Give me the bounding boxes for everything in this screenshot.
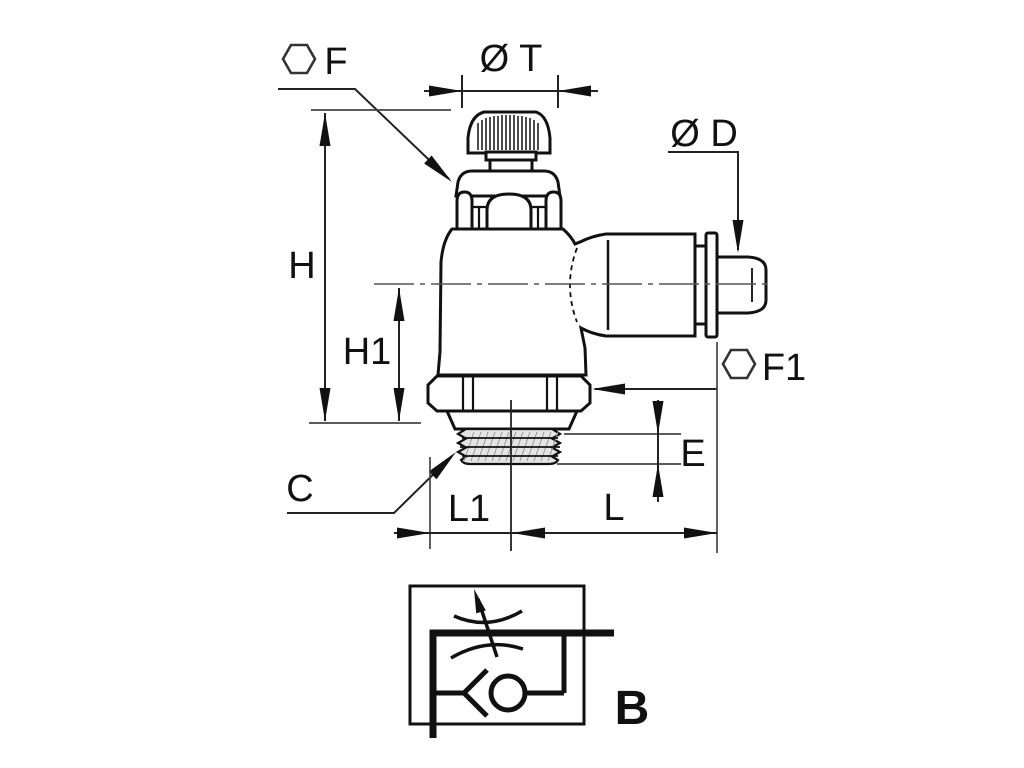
arrowhead xyxy=(393,388,405,421)
label-e: E xyxy=(680,433,705,475)
arrowhead xyxy=(319,388,331,421)
arrowhead xyxy=(429,85,462,97)
pneumatic-symbol: B xyxy=(408,584,650,738)
locking-collar xyxy=(454,169,563,228)
dim-H: H xyxy=(288,109,451,424)
arrowhead xyxy=(652,464,664,497)
dim-E: E xyxy=(557,400,706,502)
dim-D: Ø D xyxy=(668,113,744,253)
collar-cap xyxy=(454,169,562,198)
arrowhead xyxy=(428,448,460,480)
label-od: Ø D xyxy=(670,113,738,155)
bevel-washer xyxy=(444,409,580,431)
label-l: L xyxy=(603,487,624,529)
arrowhead xyxy=(652,401,664,434)
arrowhead xyxy=(558,85,591,97)
arrowhead xyxy=(393,288,405,321)
flow-rails xyxy=(429,629,614,738)
check-branch-lines xyxy=(433,635,567,696)
threaded-stud xyxy=(455,427,563,466)
symbol-box xyxy=(408,584,586,726)
valve-knob xyxy=(466,110,552,175)
arrowhead xyxy=(424,155,456,187)
tube xyxy=(715,255,768,315)
arrowhead xyxy=(592,383,625,395)
body-outline xyxy=(436,227,697,377)
check-valve-seat xyxy=(460,668,489,718)
leader-D xyxy=(668,151,739,250)
hex-nut xyxy=(426,374,592,413)
leader-F xyxy=(278,88,450,180)
fitting-neck xyxy=(693,244,708,326)
thread-crest-lines xyxy=(460,437,560,457)
label-f1: F1 xyxy=(762,347,806,389)
arrowhead xyxy=(512,527,545,539)
arrowhead xyxy=(469,587,486,614)
collar-center-arch xyxy=(485,192,533,228)
hexagon-icon xyxy=(281,43,317,75)
label-l1: L1 xyxy=(448,488,490,530)
collar-right-lug xyxy=(544,190,563,228)
check-valve-ball xyxy=(488,673,528,713)
dim-L1-L: L1 L xyxy=(394,342,718,553)
release-collar xyxy=(704,231,719,339)
arrowhead xyxy=(319,113,331,146)
port-tangent-dashed xyxy=(569,247,578,323)
dim-T: Ø T xyxy=(424,38,598,108)
valve-main-body xyxy=(436,227,697,377)
label-h: H xyxy=(288,245,315,287)
arrowhead xyxy=(397,527,430,539)
nut-face-edges xyxy=(461,376,559,411)
label-h1: H1 xyxy=(343,331,392,373)
label-f: F xyxy=(324,41,347,83)
push-in-fitting xyxy=(693,231,768,339)
dim-F1: F1 xyxy=(592,347,806,395)
label-b: B xyxy=(615,682,650,735)
label-ot: Ø T xyxy=(480,38,543,80)
collar-left-lug xyxy=(455,190,474,228)
label-c: C xyxy=(286,468,313,510)
dim-F: F xyxy=(278,41,456,187)
arrowhead xyxy=(684,527,717,539)
hexagon-icon xyxy=(721,348,757,380)
dim-C: C xyxy=(286,448,460,514)
collar-slots xyxy=(472,205,546,228)
throttle-arcs xyxy=(450,609,524,660)
arrowhead xyxy=(732,220,744,253)
knob-knurling xyxy=(477,115,539,150)
nut-outline xyxy=(426,374,592,413)
dim-H1: H1 xyxy=(343,288,405,421)
